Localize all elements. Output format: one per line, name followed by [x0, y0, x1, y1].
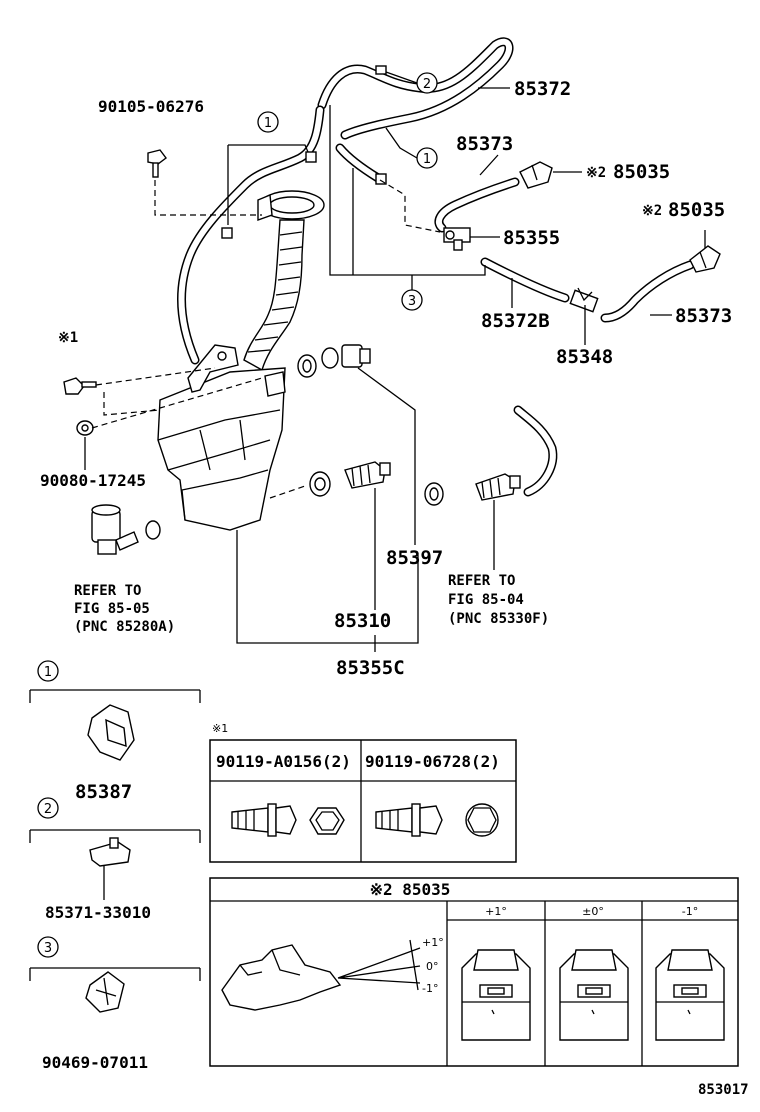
label-85035-upper: 85035 [613, 161, 670, 183]
grommet-lower-left [145, 520, 161, 540]
label-85372b: 85372B [481, 310, 550, 332]
legend-1-part: 85387 [75, 781, 132, 803]
angle-table-title: ※2 85035 [370, 880, 451, 899]
legend-item-3: 3 90469-07011 [29, 936, 201, 1072]
note-mark-2b: ※2 [642, 203, 662, 219]
callout-1-top-num: 1 [264, 116, 272, 131]
washer-tank [157, 190, 325, 531]
angle-col-minus: -1° [682, 905, 698, 918]
hose-joint [375, 65, 387, 75]
bolt-90105 [147, 149, 167, 178]
pump-right [475, 473, 521, 501]
callout-1-leader [227, 144, 309, 225]
callout-3-num: 3 [408, 294, 416, 309]
bolt-col2-header: 90119-06728(2) [365, 752, 500, 771]
label-85035-right: 85035 [668, 199, 725, 221]
label-90080-17245: 90080-17245 [40, 471, 146, 490]
pump-85310 [344, 461, 391, 489]
callout-1-top [257, 111, 279, 133]
hose-joint [375, 173, 387, 185]
legend-3-part: 90469-07011 [42, 1053, 148, 1072]
callout-3-leader [329, 105, 486, 290]
label-90105-06276: 90105-06276 [98, 97, 204, 116]
label-85355: 85355 [503, 227, 560, 249]
guide-line [95, 367, 216, 386]
label-85372: 85372 [514, 78, 571, 100]
guide-line [269, 485, 306, 499]
hose-center [335, 143, 383, 183]
grommet-mid [309, 471, 331, 497]
legend-item-1: 1 85387 [29, 660, 201, 803]
leader-85397 [357, 367, 416, 545]
angle-table: ※2 85035 +1° ±0° -1° +1° 0° -1° [209, 877, 739, 1067]
leader-85373a [479, 154, 499, 176]
rear-washer-motor [91, 504, 139, 555]
leader-85355c [236, 530, 419, 652]
angle-zero-label: 0° [426, 960, 439, 973]
angle-plus-label: +1° [422, 936, 444, 949]
label-85355c: 85355C [336, 657, 405, 679]
angle-col-plus: +1° [485, 905, 507, 918]
label-85310: 85310 [334, 610, 391, 632]
hose-85372b [480, 257, 570, 303]
nozzle-85035-upper [519, 161, 553, 189]
label-85348: 85348 [556, 346, 613, 368]
refer-left-line1: REFER TO [74, 583, 141, 599]
nut-90080 [76, 420, 94, 436]
callout-2-num: 2 [423, 77, 431, 92]
callout-2-leader [385, 71, 418, 84]
refer-right-line3: (PNC 85330F) [448, 611, 549, 627]
hose-loose [513, 405, 558, 497]
guide-line [103, 392, 161, 416]
bolt-table: ※1 90119-A0156(2) 90119-06728(2) [209, 722, 517, 863]
nozzle-view-plus [461, 949, 531, 1041]
legend-2-part: 85371-33010 [45, 903, 151, 922]
note-mark-2a: ※2 [586, 165, 606, 181]
legend-1-num: 1 [44, 665, 52, 680]
angle-col-zero: ±0° [582, 905, 604, 918]
level-sensor-85397 [341, 344, 371, 368]
label-85373-upper: 85373 [456, 133, 513, 155]
hose-85372 [317, 37, 514, 140]
refer-right-line2: FIG 85-04 [448, 592, 524, 608]
bolt-table-note: ※1 [212, 722, 228, 735]
label-85397: 85397 [386, 547, 443, 569]
bolt-note1 [63, 377, 97, 395]
refer-left-line2: FIG 85-05 [74, 601, 150, 617]
check-valve-85348 [569, 287, 599, 313]
hose-joint [221, 227, 233, 239]
refer-left-line3: (PNC 85280A) [74, 619, 175, 635]
guide-line [379, 179, 441, 233]
nozzle-view-zero [559, 949, 629, 1041]
tee-joint-85355 [443, 227, 471, 251]
grommet-upper-a [297, 354, 317, 378]
hose-85373-lower [600, 260, 695, 323]
legend-3-num: 3 [44, 941, 52, 956]
nozzle-85035-right [689, 245, 721, 273]
angle-minus-label: -1° [422, 982, 438, 995]
callout-1-right-leader [385, 127, 418, 159]
note-mark-1: ※1 [58, 330, 78, 346]
callout-1-right-num: 1 [423, 152, 431, 167]
figure-id: 853017 [698, 1082, 749, 1098]
hose-joint [305, 151, 317, 163]
nozzle-view-minus [655, 949, 725, 1041]
hose-85373-upper [434, 177, 520, 233]
legend-item-2: 2 85371-33010 [29, 797, 201, 922]
guide-line [154, 180, 262, 216]
refer-right-line1: REFER TO [448, 573, 515, 589]
legend-2-num: 2 [44, 802, 52, 817]
bolt-col1-header: 90119-A0156(2) [216, 752, 351, 771]
grommet-upper-b [321, 347, 339, 369]
grommet-right [424, 482, 444, 506]
label-85373-lower: 85373 [675, 305, 732, 327]
